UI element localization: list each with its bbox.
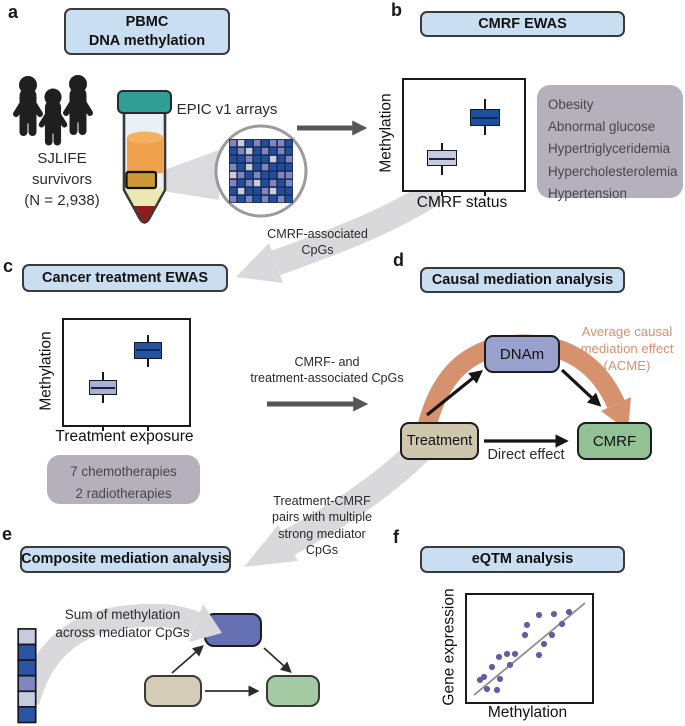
dnam-node: DNAm bbox=[484, 335, 560, 373]
magnify-beam bbox=[156, 150, 219, 200]
epic-array-icon bbox=[229, 139, 293, 203]
cmrf-node: CMRF bbox=[577, 422, 652, 460]
median-line bbox=[136, 349, 160, 352]
panel-label-d: d bbox=[393, 250, 404, 270]
cmrf-node-small bbox=[266, 675, 320, 707]
list-item: Obesity bbox=[548, 97, 594, 112]
treatment-node-small bbox=[144, 675, 202, 707]
list-item: 7 chemotherapies bbox=[70, 464, 177, 479]
list-item: Hypertriglyceridemia bbox=[548, 141, 671, 157]
axis-tick bbox=[102, 425, 105, 431]
b-y-axis-label: Methylation bbox=[378, 93, 396, 173]
cmrf-associated-cpgs-label: CMRF-associated CpGs bbox=[267, 227, 368, 257]
f-y-axis-label: Gene expression bbox=[441, 587, 458, 706]
median-line bbox=[472, 116, 498, 120]
arrow-treatment-to-dnam bbox=[425, 369, 483, 417]
header-composite-mediation-analysis: Composite mediation analysis bbox=[20, 546, 231, 573]
f-x-axis-label: Methylation bbox=[487, 704, 568, 721]
axis-tick bbox=[441, 190, 444, 196]
header-cancer-treatment-ewas: Cancer treatment EWAS bbox=[22, 264, 228, 292]
c-boxplot bbox=[62, 318, 191, 431]
scatter-points bbox=[473, 602, 586, 696]
survivors-icon bbox=[13, 75, 93, 146]
treatment-cmrf-pairs-label: Treatment-CMRF pairs with multiple stron… bbox=[271, 494, 373, 558]
sjlife-survivors-label: SJLIFE survivors (N = 2,938) bbox=[24, 150, 100, 209]
flow-arrow-sum-methylation bbox=[16, 603, 222, 706]
sum-methylation-label: Sum of methylation across mediator CpGs bbox=[55, 607, 190, 640]
arrow-purple-to-green bbox=[263, 647, 292, 674]
arrow-tan-to-purple bbox=[171, 645, 204, 674]
header-causal-mediation-analysis: Causal mediation analysis bbox=[420, 267, 625, 293]
treatment-node: Treatment bbox=[400, 422, 479, 460]
blood-tube-icon bbox=[117, 90, 172, 224]
list-item: Hypercholesterolemia bbox=[548, 163, 678, 179]
panel-label-b: b bbox=[391, 0, 402, 20]
panel-label-e: e bbox=[2, 524, 13, 544]
list-item: 2 radiotherapies bbox=[75, 486, 172, 502]
header-pbmc-dna-methylation: PBMC DNA methylation bbox=[64, 8, 230, 55]
c-y-axis-label: Methylation bbox=[38, 330, 56, 411]
axis-tick bbox=[147, 425, 150, 431]
b-x-axis-label: CMRF status bbox=[416, 194, 508, 211]
epic-arrays-label: EPIC v1 arrays bbox=[176, 101, 278, 118]
axis-tick bbox=[484, 190, 487, 196]
header-cmrf-ewas: CMRF EWAS bbox=[420, 11, 625, 37]
list-item: Abnormal glucose bbox=[548, 119, 656, 135]
c-x-axis-label: Treatment exposure bbox=[55, 428, 194, 445]
panel-label-c: c bbox=[3, 256, 14, 276]
acme-label: Average causal mediation effect (ACME) bbox=[580, 324, 674, 373]
list-item: Hypertension bbox=[548, 185, 627, 201]
arrow-dnam-to-cmrf bbox=[560, 368, 602, 407]
median-line bbox=[429, 157, 456, 161]
methylation-column-icon bbox=[17, 628, 37, 724]
therapies-box: 7 chemotherapies 2 radiotherapies bbox=[47, 455, 200, 504]
b-boxplot bbox=[402, 78, 526, 196]
direct-effect-label: Direct effect bbox=[487, 447, 565, 463]
panel-label-a: a bbox=[8, 2, 19, 22]
f-scatterplot bbox=[465, 593, 594, 704]
header-eqtm-analysis: eQTM analysis bbox=[420, 546, 625, 573]
cmrf-treatment-cpgs-label: CMRF- and treatment-associated CpGs bbox=[250, 355, 404, 385]
median-line bbox=[91, 386, 115, 389]
flow-arrow-b-to-c bbox=[236, 179, 445, 283]
panel-label-f: f bbox=[393, 527, 399, 547]
